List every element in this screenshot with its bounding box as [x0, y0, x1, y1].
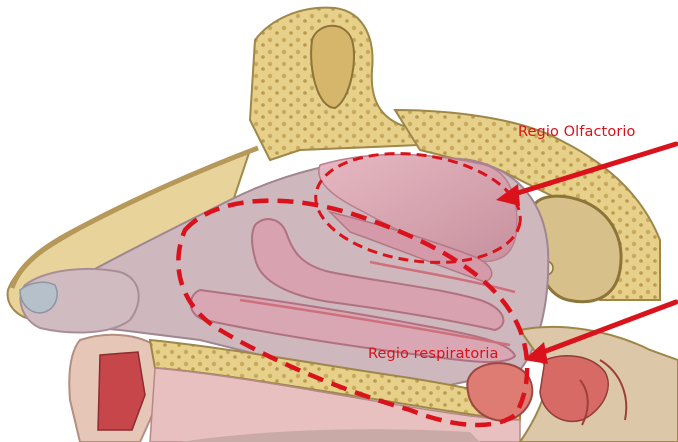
olfactory-region-label: Regio Olfactorio: [518, 124, 635, 140]
respiratory-region-label: Regio respiratoria: [368, 346, 499, 362]
